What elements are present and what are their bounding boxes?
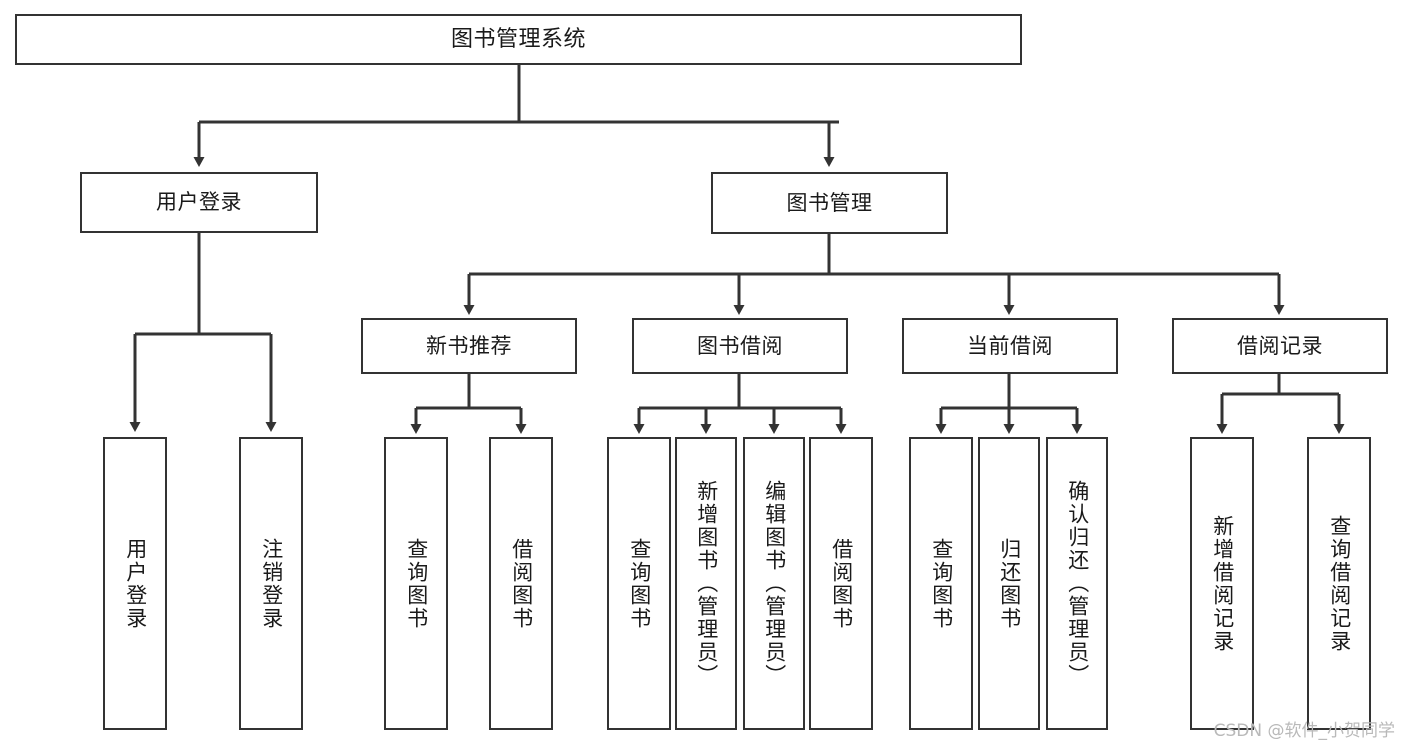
leaf-return-book[interactable]: 归还图书 xyxy=(978,437,1040,730)
node-label: 查询图书 xyxy=(627,537,652,630)
leaf-add-borrow-record[interactable]: 新增借阅记录 xyxy=(1190,437,1254,730)
node-label: 查询图书 xyxy=(929,537,954,630)
leaf-query-borrow-record[interactable]: 查询借阅记录 xyxy=(1307,437,1371,730)
leaf-edit-book-admin[interactable]: 编辑图书（管理员） xyxy=(743,437,805,730)
leaf-logout[interactable]: 注销登录 xyxy=(239,437,303,730)
node-label: 新增图书（管理员） xyxy=(694,480,719,687)
leaf-query-book-recommend[interactable]: 查询图书 xyxy=(384,437,448,730)
node-label: 查询图书 xyxy=(404,537,429,630)
node-label: 用户登录 xyxy=(123,537,148,630)
leaf-borrow-book-recommend[interactable]: 借阅图书 xyxy=(489,437,553,730)
node-label: 借阅图书 xyxy=(509,537,534,630)
leaf-confirm-return-admin[interactable]: 确认归还（管理员） xyxy=(1046,437,1108,730)
node-label: 注销登录 xyxy=(259,537,284,630)
leaf-query-book-borrow[interactable]: 查询图书 xyxy=(607,437,671,730)
node-label: 图书管理 xyxy=(786,190,873,215)
node-borrow-record[interactable]: 借阅记录 xyxy=(1172,318,1388,374)
leaf-user-login[interactable]: 用户登录 xyxy=(103,437,167,730)
node-new-book-recommend[interactable]: 新书推荐 xyxy=(361,318,577,374)
node-current-borrow[interactable]: 当前借阅 xyxy=(902,318,1118,374)
node-label: 归还图书 xyxy=(997,537,1022,630)
leaf-add-book-admin[interactable]: 新增图书（管理员） xyxy=(675,437,737,730)
leaf-query-book-current[interactable]: 查询图书 xyxy=(909,437,973,730)
node-label: 确认归还（管理员） xyxy=(1065,480,1090,687)
node-label: 查询借阅记录 xyxy=(1327,514,1352,653)
node-root-book-management-system[interactable]: 图书管理系统 xyxy=(15,14,1022,65)
leaf-borrow-book[interactable]: 借阅图书 xyxy=(809,437,873,730)
node-book-management[interactable]: 图书管理 xyxy=(711,172,948,234)
node-label: 借阅记录 xyxy=(1237,333,1323,358)
node-label: 图书借阅 xyxy=(697,333,783,358)
node-label: 编辑图书（管理员） xyxy=(762,480,787,687)
node-user-login[interactable]: 用户登录 xyxy=(80,172,318,233)
node-label: 当前借阅 xyxy=(967,333,1053,358)
node-book-borrow[interactable]: 图书借阅 xyxy=(632,318,848,374)
node-label: 新增借阅记录 xyxy=(1210,514,1235,653)
node-label: 用户登录 xyxy=(156,190,242,215)
node-label: 新书推荐 xyxy=(426,333,512,358)
node-label: 借阅图书 xyxy=(829,537,854,630)
node-label: 图书管理系统 xyxy=(450,26,586,52)
